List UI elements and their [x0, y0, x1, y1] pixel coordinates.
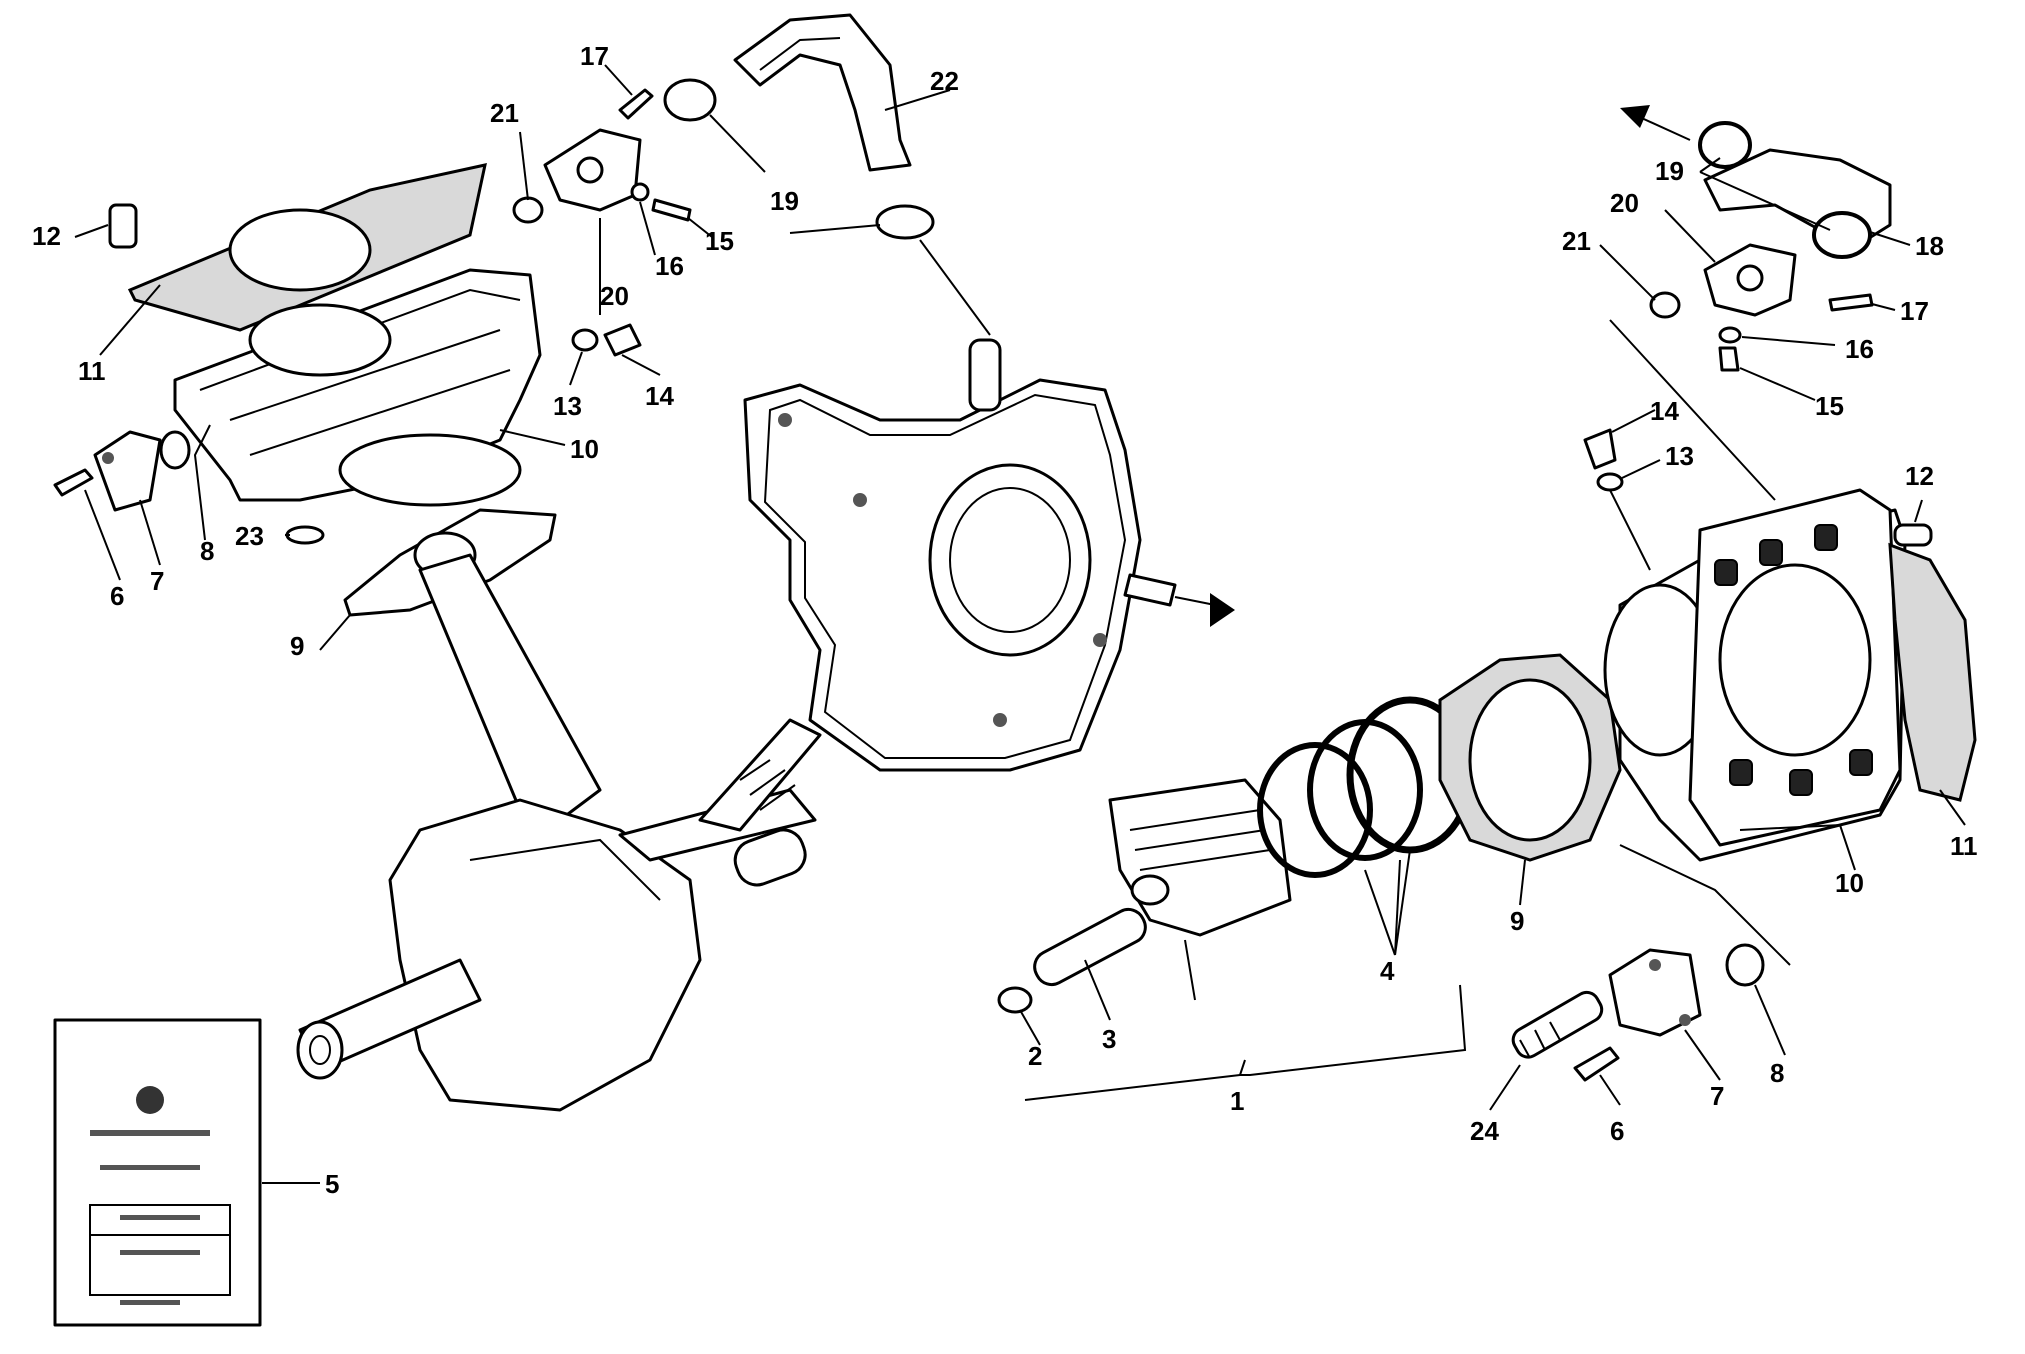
screw-6-right [1573, 1046, 1620, 1082]
callout-4: 4 [1380, 956, 1395, 986]
hose-22-assembly [663, 13, 991, 336]
crankshaft [388, 798, 702, 1112]
callout-19-left: 19 [770, 186, 799, 216]
left-cylinder-assembly [53, 64, 713, 581]
callout-17-right: 17 [1900, 296, 1929, 326]
right-hose-assembly [1599, 105, 1911, 501]
callout-23: 23 [235, 521, 264, 551]
callout-15-right: 15 [1815, 391, 1844, 421]
callout-24: 24 [1470, 1116, 1499, 1146]
callout-16-left: 16 [655, 251, 684, 281]
callout-10-right: 10 [1835, 868, 1864, 898]
callout-labels: 1 2 3 4 5 6 6 7 7 8 8 9 9 10 10 11 11 12… [32, 41, 1978, 1199]
bolt-14-left [603, 323, 642, 357]
dowel-pin-12-right [1893, 523, 1933, 547]
callout-11-left: 11 [78, 356, 106, 386]
screw-6-left [53, 468, 94, 497]
callout-8-left: 8 [200, 536, 214, 566]
callout-12-left: 12 [32, 221, 61, 251]
callout-9-right: 9 [1510, 906, 1524, 936]
callout-12-right: 12 [1905, 461, 1934, 491]
callout-19-right: 19 [1655, 156, 1684, 186]
callout-6-left: 6 [110, 581, 124, 611]
crankshaft-connecting-rod [296, 508, 822, 1112]
bolt-14-right [1583, 428, 1617, 470]
callout-6-right: 6 [1610, 1116, 1624, 1146]
right-cover-assembly [1489, 844, 1791, 1111]
callout-15-left: 15 [705, 226, 734, 256]
callout-20-right: 20 [1610, 188, 1639, 218]
screw-15-left [651, 198, 692, 222]
callout-22: 22 [930, 66, 959, 96]
callout-17-left: 17 [580, 41, 609, 71]
connecting-rod [418, 553, 602, 822]
stud-24 [1511, 990, 1604, 1059]
callout-1: 1 [1230, 1086, 1244, 1116]
callout-18: 18 [1915, 231, 1944, 261]
screw-17-right [1828, 293, 1874, 312]
right-cylinder-assembly [1438, 409, 1977, 906]
callout-8-right: 8 [1770, 1058, 1784, 1088]
service-booklet-5 [53, 1018, 320, 1327]
callout-20-left: 20 [600, 281, 629, 311]
callout-21-right: 21 [1562, 226, 1591, 256]
callout-13-right: 13 [1665, 441, 1694, 471]
callout-7-right: 7 [1710, 1081, 1724, 1111]
screw-17-left [618, 88, 654, 120]
callout-5: 5 [325, 1169, 339, 1199]
callout-21-left: 21 [490, 98, 519, 128]
callout-14-right: 14 [1650, 396, 1679, 426]
callout-3: 3 [1102, 1024, 1116, 1054]
head-gasket-right [1888, 542, 1977, 802]
callout-10-left: 10 [570, 434, 599, 464]
screw-15-right [1718, 346, 1740, 372]
dowel-pin-12-left [108, 203, 138, 249]
callout-13-left: 13 [553, 391, 582, 421]
callout-9-left: 9 [290, 631, 304, 661]
callout-2: 2 [1028, 1041, 1042, 1071]
cover-plate-7-right [1608, 948, 1702, 1037]
piston-assembly [997, 696, 1474, 1101]
cover-plate-7-left [93, 430, 162, 512]
callout-16-right: 16 [1845, 334, 1874, 364]
callout-11-right: 11 [1950, 831, 1978, 861]
callout-14-left: 14 [645, 381, 674, 411]
callout-7-left: 7 [150, 566, 164, 596]
crankcase-cover [743, 338, 1235, 772]
